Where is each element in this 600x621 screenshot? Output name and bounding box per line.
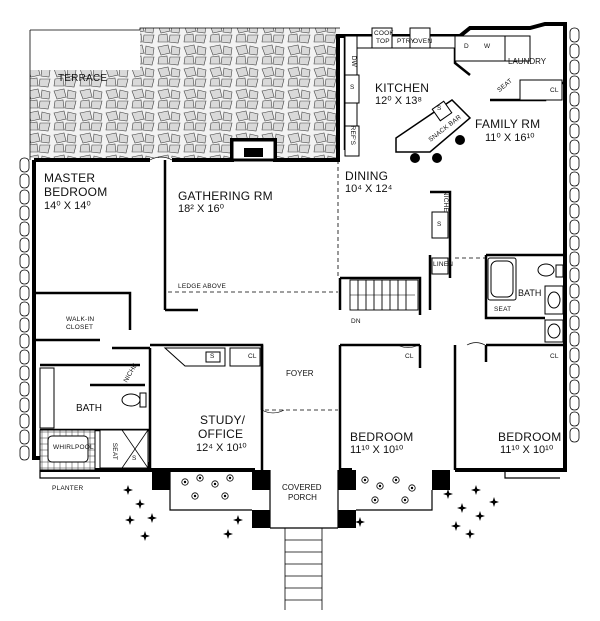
dining-dims: 10⁴ X 12⁴ [345,183,393,195]
bedroom-3-dims: 11¹⁰ X 10¹⁰ [500,444,554,456]
kitchen-label: KITCHEN [375,81,430,95]
family-rm-label: FAMILY RM [475,117,541,131]
fireplace [230,138,277,162]
cl-label-3: CL [405,353,414,360]
terrace-label: TERRACE [58,73,108,84]
walk-in-closet-label-1: WALK-IN [66,316,95,323]
study-fixtures [163,347,261,367]
gathering-rm-label: GATHERING RM [178,189,273,203]
sink-label-5: S [350,84,355,91]
linen-label: LINEN [433,261,454,268]
shrub-row-right [569,27,580,443]
oven-label: OVEN [413,38,433,45]
walk-in-closet-label-2: CLOSET [66,324,94,331]
study-label-1: STUDY/ [200,413,246,427]
master-bedroom-label-2: BEDROOM [44,185,108,199]
covered-porch-label-1: COVERED [282,483,322,492]
kitchen-dims: 12⁰ X 13⁸ [375,95,422,107]
shrub-row-left [19,157,30,461]
bedroom-2-dims: 11¹⁰ X 10¹⁰ [350,444,404,456]
ledge-above-label: LEDGE ABOVE [178,283,227,290]
cl-label-1: CL [550,87,559,94]
interior-walls [34,36,565,470]
dn-label: DN [351,318,361,325]
front-walkway [284,528,323,610]
seat-label-2: SEAT [494,306,512,313]
cook-top-label-2: TOP [376,38,390,45]
washer-label: W [484,43,491,50]
family-rm-dims: 11⁰ X 16¹⁰ [485,132,535,144]
niche-label-1: NICHE [442,190,450,213]
master-bath-label: BATH [76,403,102,414]
sink-label-4: S [132,455,137,462]
snack-bar-island [395,99,472,163]
stairs [349,279,419,311]
opening-lines [168,160,486,411]
master-bath-fixtures [39,367,149,471]
study-label-2: OFFICE [198,427,244,441]
foyer-label: FOYER [286,369,314,378]
cl-label-2: CL [248,353,257,360]
cook-top-label-1: COOK [374,30,394,37]
study-dims: 12⁴ X 10¹⁰ [196,442,247,454]
master-bedroom-label-1: MASTER [44,171,96,185]
dw-label: DW [350,55,358,68]
terrace-paving [29,27,340,160]
bath-2-fixtures [487,257,564,343]
dryer-label: D [464,43,469,50]
sink-label-1: S [437,221,442,228]
bath-2-label: BATH [518,288,542,298]
dining-niche [431,211,449,275]
cl-label-4: CL [550,353,559,360]
kitchen-counters [344,27,563,157]
refs-label: REF'S [349,125,357,146]
door-swings [149,156,486,414]
planter-label: PLANTER [52,485,84,492]
front-walls [39,470,560,529]
bedroom-3-label: BEDROOM [498,430,562,444]
laundry-label: LAUNDRY [508,57,547,66]
seat-label-3: SEAT [111,442,119,461]
sink-label-3: S [437,105,442,112]
bedroom-2-label: BEDROOM [350,430,414,444]
gathering-rm-dims: 18² X 16⁰ [178,203,224,215]
covered-porch-label-2: PORCH [288,493,317,502]
whirlpool-label: WHIRLPOOL [53,444,94,451]
master-bedroom-dims: 14⁰ X 14⁰ [44,200,91,212]
sink-label-2: S [210,353,215,360]
dining-label: DINING [345,169,389,183]
porch-columns [152,470,450,528]
pantry-label: PTRY [397,38,416,45]
